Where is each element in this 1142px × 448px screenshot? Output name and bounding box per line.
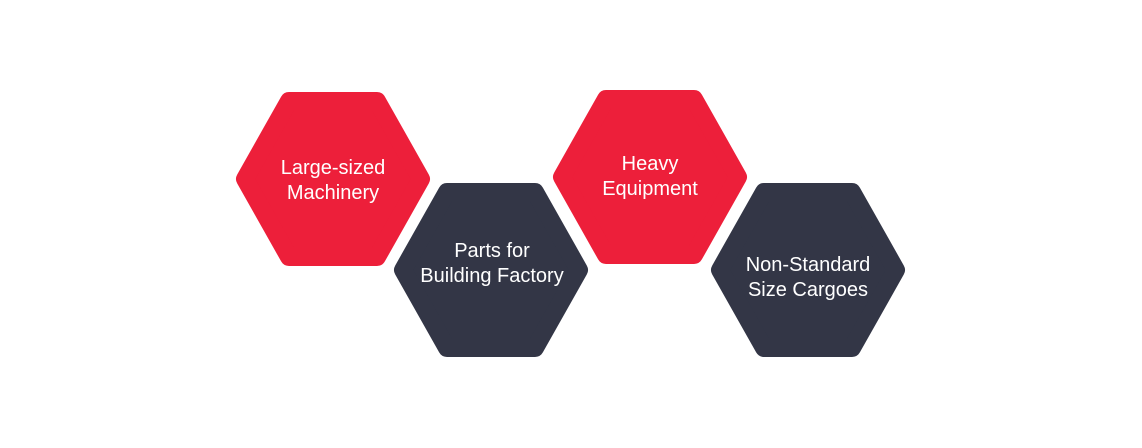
label-line: Machinery [286,182,380,204]
hexagon-label-parts-for-building-factory: Parts for Building Factory [397,239,587,289]
label-line: Building Factory [420,265,564,287]
hexagon-label-non-standard-size-cargoes: Non-Standard Size Cargoes [713,253,903,303]
label-line: Size Cargoes [747,279,869,301]
label-line: Parts for [454,240,530,262]
hexagon-label-large-sized-machinery: Large-sized Machinery [238,156,428,206]
label-line: Large-sized [280,157,386,179]
label-line: Equipment [602,178,698,200]
hexagon-shape [711,183,905,357]
label-line: Non-Standard [745,254,871,276]
hexagon-shape [553,90,747,264]
hexagon-shape [236,92,430,266]
hexagon-shape [394,183,588,357]
label-line: Heavy [621,153,679,175]
hexagon-label-heavy-equipment: Heavy Equipment [555,152,745,202]
